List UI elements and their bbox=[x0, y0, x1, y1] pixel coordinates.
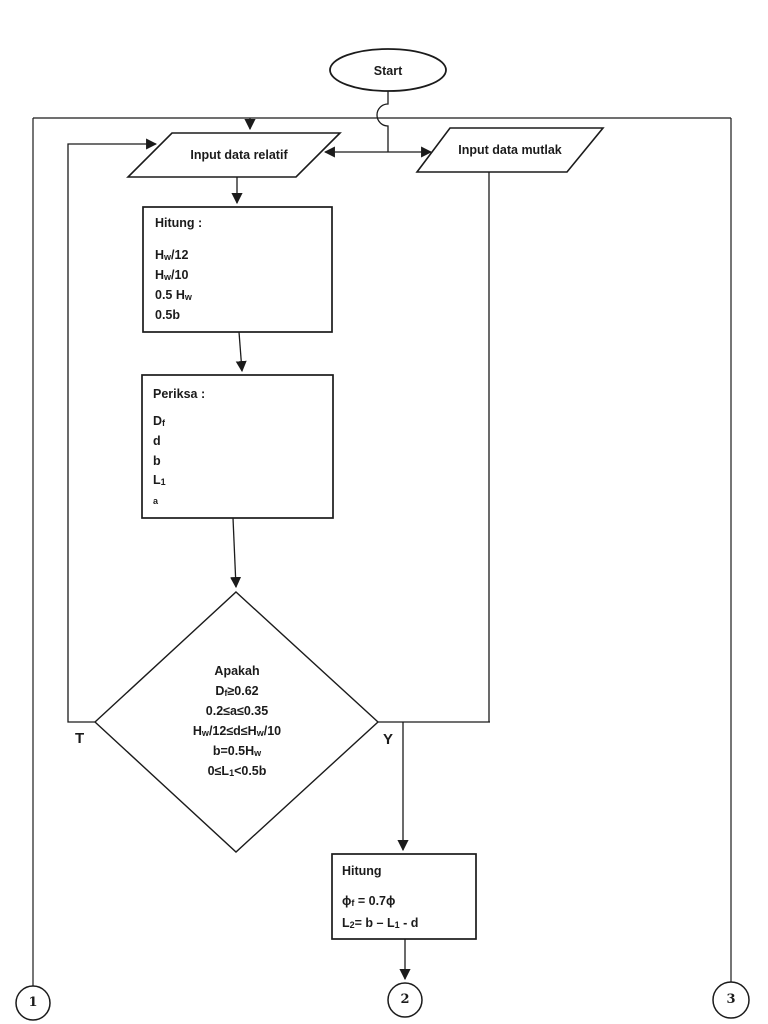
hitung2-shape bbox=[331, 853, 477, 940]
hitung2-line: ϕf = 0.7ϕ bbox=[342, 894, 396, 908]
edge-periksa-decision bbox=[230, 517, 242, 589]
decision-line: Hw/12≤d≤Hw/10 bbox=[192, 724, 282, 738]
periksa-line: d bbox=[153, 434, 161, 448]
hitung1-title: Hitung : bbox=[155, 216, 203, 230]
periksa-line: a bbox=[153, 495, 159, 506]
connector1-label: 1 bbox=[28, 995, 38, 1010]
connector1-shape bbox=[15, 985, 51, 1021]
input-relatif-shape bbox=[126, 132, 342, 178]
hitung1-line: Hw/12 bbox=[155, 248, 189, 262]
hitung1-shape bbox=[142, 206, 333, 333]
hitung2-title: Hitung bbox=[342, 864, 382, 878]
connector3-label: 3 bbox=[726, 992, 736, 1007]
hitung1-line: 0.5b bbox=[155, 308, 181, 322]
input-mutlak-label: Input data mutlak bbox=[458, 143, 562, 157]
decision-line: b=0.5Hw bbox=[212, 744, 262, 758]
periksa-line: Df bbox=[153, 414, 166, 428]
branch-label-yes: Y bbox=[383, 731, 394, 748]
input-relatif-label: Input data relatif bbox=[190, 148, 288, 162]
hitung1-line: Hw/10 bbox=[155, 268, 189, 282]
decision-shape bbox=[93, 591, 380, 853]
input-mutlak-shape bbox=[415, 127, 605, 173]
edge-hitung1-periksa bbox=[235, 331, 247, 373]
decision-line: Apakah bbox=[214, 664, 260, 678]
edge-true-loop bbox=[67, 138, 158, 723]
connector2-shape bbox=[387, 982, 423, 1018]
edge-start-stem bbox=[376, 91, 389, 152]
connector3-shape bbox=[712, 981, 750, 1019]
branch-label-true: T bbox=[75, 730, 85, 747]
connector2-label: 2 bbox=[400, 992, 410, 1007]
periksa-line: b bbox=[153, 454, 161, 468]
decision-line: Df≥0.62 bbox=[215, 684, 259, 698]
hitung2-line: L2= b – L1 - d bbox=[342, 916, 419, 930]
decision-line: 0≤L1<0.5b bbox=[207, 764, 267, 778]
decision-line: 0.2≤a≤0.35 bbox=[205, 704, 269, 718]
periksa-title: Periksa : bbox=[153, 387, 206, 401]
periksa-shape bbox=[141, 374, 334, 519]
periksa-line: L1 bbox=[153, 473, 166, 487]
start-label: Start bbox=[373, 64, 403, 78]
hitung1-line: 0.5 Hw bbox=[155, 288, 192, 302]
